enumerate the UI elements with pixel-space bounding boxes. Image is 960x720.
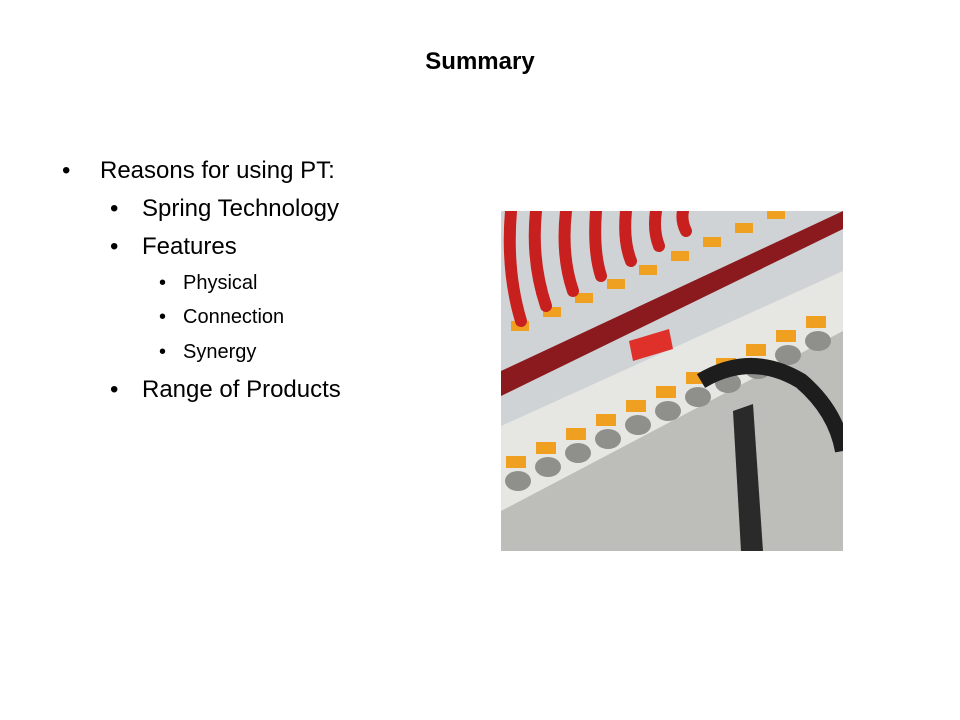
bullet-item: Physical [183, 272, 258, 294]
orange-clip [735, 223, 753, 233]
orange-clip [639, 265, 657, 275]
bullet-item: Connection [183, 306, 285, 328]
slide-title: Summary [425, 48, 535, 75]
bullet-marker: • [159, 341, 167, 363]
orange-clip [746, 344, 766, 356]
wire-hole [565, 443, 591, 463]
orange-clip [596, 414, 616, 426]
bullet-marker: • [110, 195, 119, 222]
bullet-marker: • [159, 272, 167, 294]
orange-clip [506, 456, 526, 468]
wire-hole [625, 415, 651, 435]
wire-hole [805, 331, 831, 351]
terminal-block-photo [501, 211, 843, 551]
bullet-item: Reasons for using PT: [100, 157, 335, 184]
wire-hole [595, 429, 621, 449]
orange-clip [806, 316, 826, 328]
wire-hole [655, 401, 681, 421]
orange-clip [543, 307, 561, 317]
bullet-marker: • [110, 376, 119, 403]
wire-hole [775, 345, 801, 365]
bullet-item: Range of Products [142, 376, 341, 403]
orange-clip [536, 442, 556, 454]
terminal-block-illustration [501, 211, 843, 551]
orange-clip [626, 400, 646, 412]
bullet-marker: • [62, 157, 71, 184]
orange-clip [607, 279, 625, 289]
bullet-marker: • [159, 306, 167, 328]
bullet-item: Features [142, 233, 237, 260]
orange-clip [671, 251, 689, 261]
bullet-marker: • [110, 233, 119, 260]
wire-hole [535, 457, 561, 477]
orange-clip [575, 293, 593, 303]
wire-hole [685, 387, 711, 407]
orange-clip [703, 237, 721, 247]
wire-hole [505, 471, 531, 491]
orange-clip [656, 386, 676, 398]
bullet-item: Spring Technology [142, 195, 340, 222]
orange-clip [776, 330, 796, 342]
orange-clip [566, 428, 586, 440]
orange-clip [767, 211, 785, 219]
bullet-item: Synergy [183, 341, 257, 363]
